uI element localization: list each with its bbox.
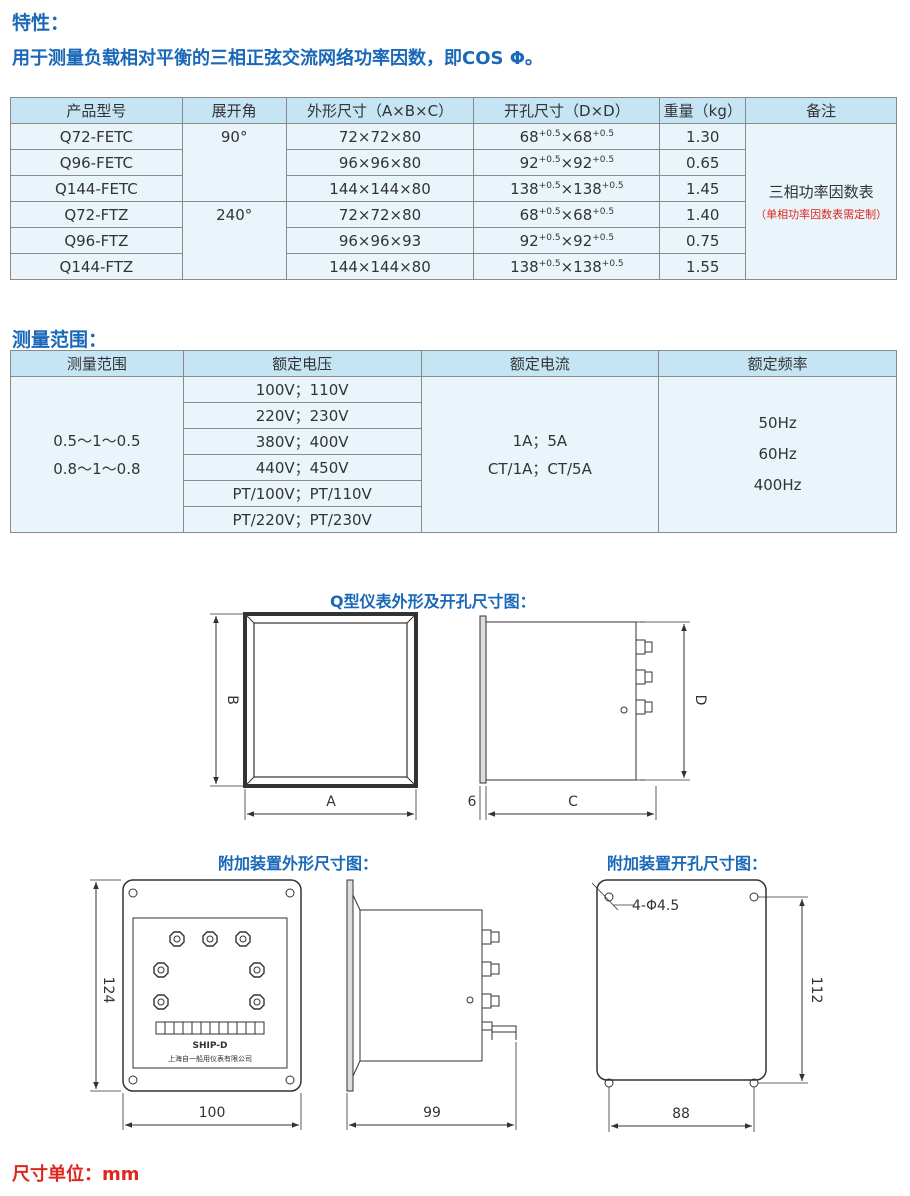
accessory-cutout-view (591, 879, 808, 1132)
accessory-caption: 附加装置外形尺寸图： (218, 854, 379, 873)
range-heading: 测量范围： (12, 329, 108, 351)
dim-label-100: 100 (199, 1105, 226, 1121)
outline-cell: 144×144×80 (285, 253, 475, 280)
dim-label-a: A (326, 794, 336, 810)
table-row: Q72-FETC 90° 72×72×80 68+0.5×68+0.5 1.30… (10, 123, 897, 280)
col-remark: 备注 (745, 97, 897, 124)
outline-cell: 72×72×80 (285, 123, 475, 150)
accessory-cutout-caption: 附加装置开孔尺寸图： (607, 854, 768, 873)
angle-cell: 90° (181, 123, 287, 202)
table-row: Q72-FTZ 240° 72×72×80 68+0.5×68+0.5 1.40 (10, 201, 897, 280)
col-weight: 重量（kg） (659, 97, 747, 124)
outline-cell: 72×72×80 (285, 201, 475, 228)
features-heading: 特性： (12, 12, 70, 34)
dim-label-b: B (224, 695, 240, 705)
col-angle: 展开角 (181, 97, 287, 124)
cutout-cell: 68+0.5×68+0.5 (473, 123, 661, 150)
weight-cell: 1.45 (659, 175, 747, 202)
cutout-cell: 138+0.5×138+0.5 (473, 175, 661, 202)
model-cell: Q96-FETC (10, 149, 183, 176)
meter-side-view (479, 615, 690, 820)
cutout-cell: 138+0.5×138+0.5 (473, 253, 661, 280)
outline-cell: 96×96×93 (285, 227, 475, 254)
range-header-row: 测量范围 额定电压 额定电流 额定频率 (10, 350, 897, 377)
voltage-cell: PT/220V；PT/230V (182, 506, 422, 533)
voltage-cell: PT/100V；PT/110V (182, 480, 422, 507)
model-cell: Q72-FTZ (10, 201, 183, 228)
col-frequency: 额定频率 (658, 350, 897, 377)
features-description: 用于测量负载相对平衡的三相正弦交流网络功率因数，即COS Φ。 (12, 48, 544, 69)
col-current: 额定电流 (420, 350, 660, 377)
spec-table: 产品型号 展开角 外形尺寸（A×B×C） 开孔尺寸（D×D） 重量（kg） 备注… (10, 97, 897, 280)
table-row: Q144-FETC 144×144×80 138+0.5×138+0.5 1.4… (10, 175, 897, 202)
remark-note: （单相功率因数表需定制） (755, 208, 888, 221)
hole-spec-label: 4-Φ4.5 (632, 898, 679, 914)
maker-label: 上海自一船用仪表有限公司 (168, 1054, 252, 1063)
col-outline: 外形尺寸（A×B×C） (285, 97, 475, 124)
accessory-side-view (346, 879, 517, 1130)
brand-logo: SHIP-D (192, 1041, 227, 1051)
dim-label-124: 124 (100, 977, 116, 1004)
weight-cell: 1.55 (659, 253, 747, 280)
q-diagram-caption: Q型仪表外形及开孔尺寸图： (330, 592, 536, 611)
voltage-cell: 220V；230V (182, 402, 422, 429)
dim-label-6: 6 (468, 794, 477, 810)
angle-cell: 240° (181, 201, 287, 280)
outline-cell: 144×144×80 (285, 175, 475, 202)
weight-cell: 0.65 (659, 149, 747, 176)
model-cell: Q144-FTZ (10, 253, 183, 280)
cutout-cell: 92+0.5×92+0.5 (473, 149, 661, 176)
dim-label-99: 99 (423, 1105, 441, 1121)
dim-label-88: 88 (672, 1106, 690, 1122)
meter-front-view (210, 612, 418, 820)
weight-cell: 1.30 (659, 123, 747, 150)
col-model: 产品型号 (10, 97, 183, 124)
spec-header-row: 产品型号 展开角 外形尺寸（A×B×C） 开孔尺寸（D×D） 重量（kg） 备注 (10, 97, 897, 124)
remark-cell: 三相功率因数表（单相功率因数表需定制） (745, 123, 897, 280)
dim-label-c: C (568, 794, 578, 810)
weight-cell: 0.75 (659, 227, 747, 254)
unit-footer: 尺寸单位：mm (12, 1164, 140, 1185)
col-cutout: 开孔尺寸（D×D） (473, 97, 661, 124)
voltage-cell: 380V；400V (182, 428, 422, 455)
dim-label-112: 112 (808, 977, 824, 1004)
dim-label-d: D (692, 695, 708, 706)
model-cell: Q144-FETC (10, 175, 183, 202)
accessory-front-view (90, 879, 302, 1130)
